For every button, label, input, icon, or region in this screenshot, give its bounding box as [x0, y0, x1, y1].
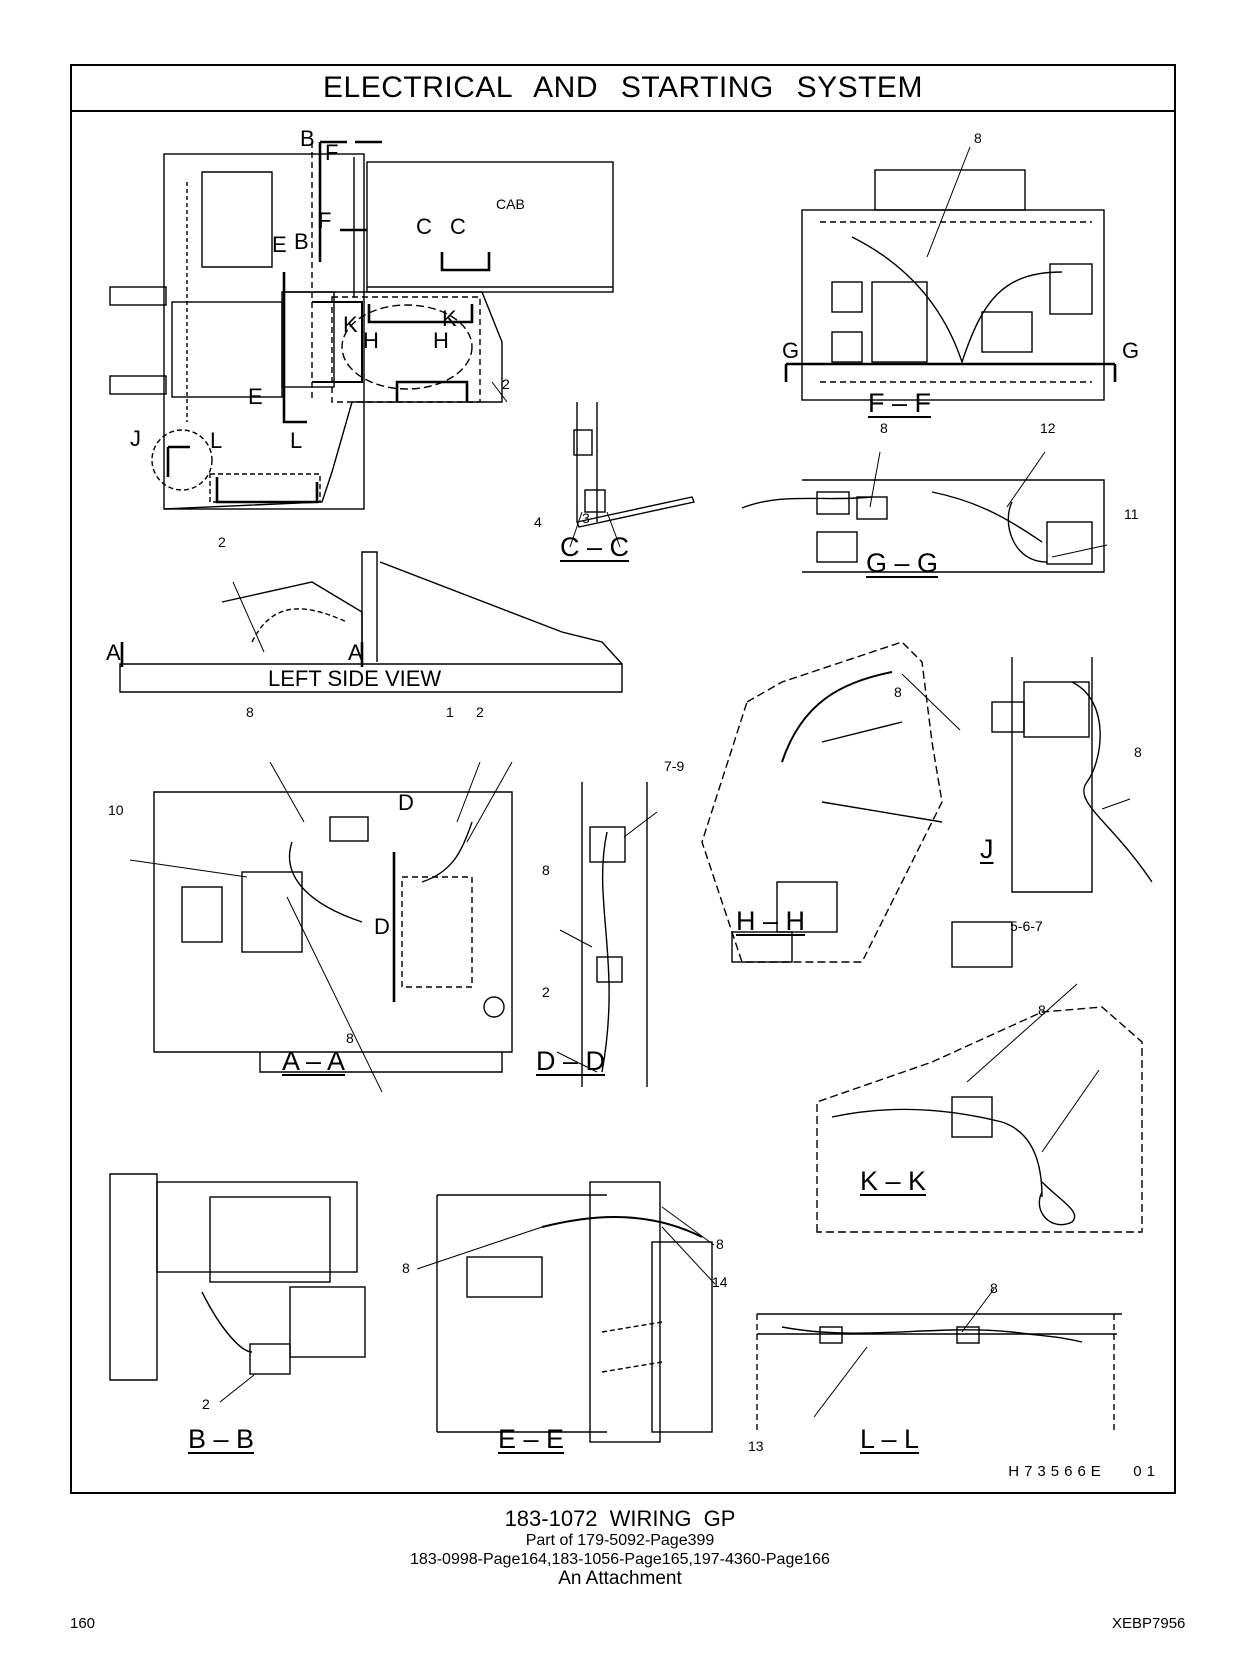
callout-8: 8	[990, 1280, 998, 1296]
section-c-letter: C	[416, 214, 432, 239]
view-dd-drawing	[581, 782, 648, 1087]
section-arrows-plan	[166, 140, 491, 504]
callout-8: 8	[880, 420, 888, 436]
callout-1: 1	[446, 704, 454, 720]
view-ll-drawing	[756, 1313, 1122, 1432]
view-kk-label: K – K	[860, 1166, 927, 1196]
section-b-letter: B	[294, 229, 309, 254]
view-ee-drawing	[436, 1181, 713, 1443]
view-cc-drawing	[573, 402, 695, 528]
view-cc-label: C – C	[560, 532, 630, 562]
section-k-letter: K	[343, 312, 358, 337]
section-l-letter: L	[290, 428, 303, 453]
section-b-letter: B	[300, 126, 315, 151]
callout-11: 11	[1124, 506, 1139, 522]
section-f-letter: F	[325, 140, 339, 165]
view-ff-label: F – F	[868, 388, 932, 418]
callout-2: 2	[218, 534, 226, 550]
section-d-letter: D	[374, 914, 390, 939]
callout-10: 10	[108, 802, 124, 818]
left-side-drawing	[119, 551, 623, 693]
section-h-letter: H	[363, 328, 379, 353]
callout-8: 8	[974, 130, 982, 146]
leader-lines	[129, 146, 1131, 1418]
view-gg-label: G – G	[866, 548, 939, 578]
section-g-letter: G	[782, 338, 800, 363]
footer-line-4: An Attachment	[558, 1568, 682, 1589]
callout-2: 2	[542, 984, 550, 1000]
callout-8: 8	[246, 704, 254, 720]
footer-line-3: 183-0998-Page164,183-1056-Page165,197-43…	[410, 1551, 830, 1568]
callout-14: 14	[712, 1274, 728, 1290]
diagram-title: ELECTRICAL AND STARTING SYSTEM	[72, 66, 1174, 112]
section-d-letter: D	[398, 790, 414, 815]
page-number: 160	[70, 1615, 96, 1632]
callout-13: 13	[748, 1438, 764, 1454]
callout-8: 8	[402, 1260, 410, 1276]
callout-2: 2	[202, 1396, 210, 1412]
callout-2: 2	[502, 376, 510, 392]
section-c-letter: C	[450, 214, 466, 239]
section-g-letter: G	[1122, 338, 1140, 363]
view-jj-label: J	[980, 834, 994, 864]
callout-8: 8	[1038, 1002, 1046, 1018]
wiring-drawing	[109, 140, 1153, 1443]
callout-5-6-7: 5-6-7	[1010, 918, 1043, 934]
view-ff-drawing	[784, 169, 1117, 401]
callout-4: 4	[534, 514, 542, 530]
view-kk-drawing	[816, 921, 1143, 1233]
section-a-letter: A	[106, 640, 121, 665]
callout-8: 8	[346, 1030, 354, 1046]
plan-view-drawing	[109, 142, 614, 510]
section-a-letter: A	[348, 640, 363, 665]
section-e-letter: E	[248, 384, 263, 409]
view-hh-drawing	[701, 641, 943, 963]
callout-8: 8	[542, 862, 550, 878]
view-bb-label: B – B	[188, 1424, 255, 1454]
doc-code: XEBP7956	[1112, 1615, 1186, 1632]
section-k-letter: K	[442, 306, 457, 331]
callout-3: 3	[582, 510, 590, 526]
view-aa-label: A – A	[282, 1046, 346, 1076]
section-l-letter: L	[210, 428, 223, 453]
view-ee-label: E – E	[498, 1424, 565, 1454]
view-jj-drawing	[991, 657, 1153, 893]
callout-8: 8	[716, 1236, 724, 1252]
footer-line-2: Part of 179-5092-Page399	[525, 1532, 715, 1549]
view-aa-drawing	[153, 791, 513, 1073]
section-h-letter: H	[433, 328, 449, 353]
left-side-view-label: LEFT SIDE VIEW	[268, 666, 442, 691]
view-hh-label: H – H	[736, 906, 806, 936]
view-ll-label: L – L	[860, 1424, 920, 1454]
section-f-letter: F	[318, 208, 332, 233]
diagram-frame: ELECTRICAL AND STARTING SYSTEM	[70, 64, 1176, 1494]
callout-7-9: 7-9	[664, 758, 685, 774]
callout-8: 8	[894, 684, 902, 700]
callout-2: 2	[476, 704, 484, 720]
view-bb-drawing	[109, 1173, 366, 1381]
view-dd-label: D – D	[536, 1046, 606, 1076]
drawing-id: H73566E 01	[1008, 1463, 1160, 1480]
section-e-letter: E	[272, 232, 287, 257]
callout-12: 12	[1040, 420, 1056, 436]
view-gg-drawing	[741, 479, 1105, 573]
part-title: 183-1072 WIRING GP	[504, 1506, 736, 1531]
callout-8: 8	[1134, 744, 1142, 760]
section-j-letter: J	[130, 426, 141, 451]
cab-label: CAB	[496, 196, 525, 212]
